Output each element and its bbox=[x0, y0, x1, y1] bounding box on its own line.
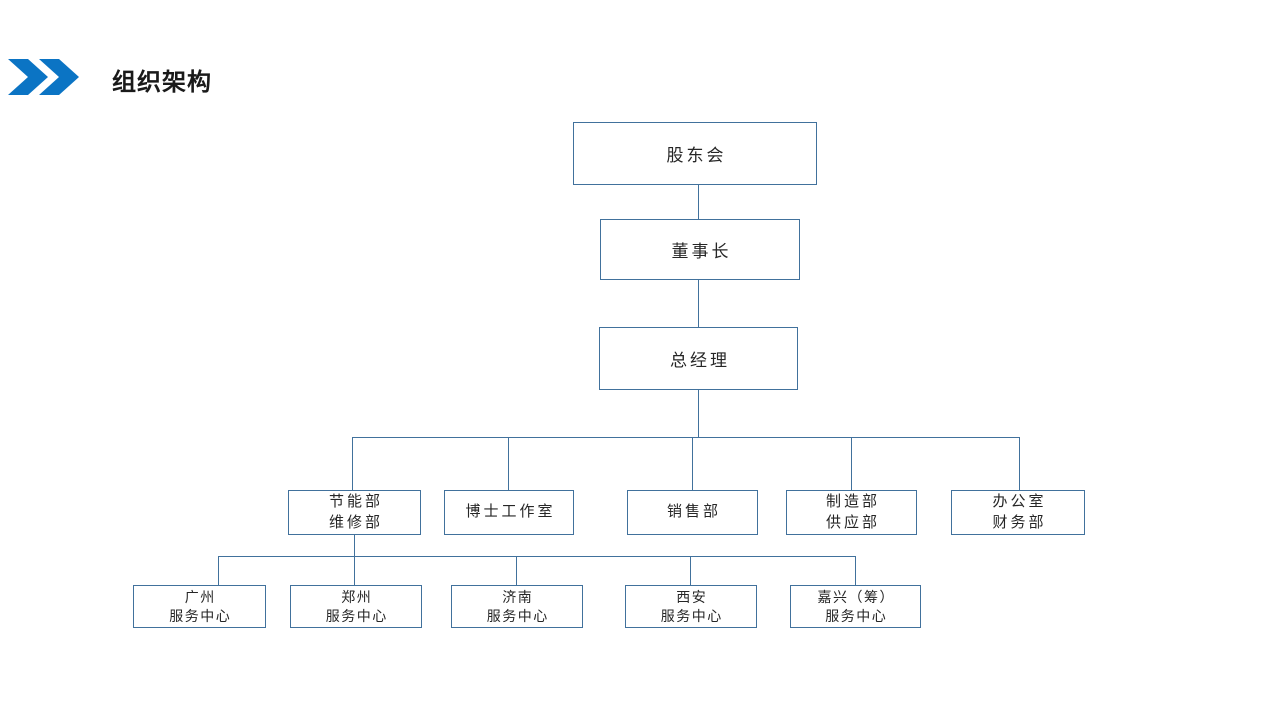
connector-bus-svc-zhengzhou bbox=[354, 556, 355, 585]
node-label-line: 总经理 bbox=[670, 351, 730, 370]
node-label-line: 嘉兴（筹） bbox=[817, 588, 895, 605]
connector-dept-energy-to-service-bus bbox=[354, 535, 355, 556]
connector-bus-svc-jinan bbox=[516, 556, 517, 585]
node-label-line: 济南 bbox=[502, 588, 534, 605]
node-label-line: 董事长 bbox=[671, 242, 732, 261]
node-label-line: 服务中心 bbox=[486, 607, 549, 624]
page-header: 组织架构 bbox=[0, 0, 1280, 120]
connector-bus-svc-guangzhou bbox=[218, 556, 219, 585]
connector-bus-dept-doctor-studio bbox=[508, 437, 509, 490]
connector-gm-to-bus bbox=[698, 390, 699, 437]
node-chairman[interactable]: 董事长 bbox=[600, 219, 800, 280]
node-label-line: 维修部 bbox=[328, 513, 383, 531]
connector-service-bus bbox=[218, 556, 855, 557]
page-title: 组织架构 bbox=[112, 69, 212, 96]
node-label-line: 郑州 bbox=[341, 588, 373, 605]
node-label-line: 服务中心 bbox=[660, 607, 723, 624]
node-label-line: 西安 bbox=[676, 588, 708, 605]
node-label-line: 办公室 bbox=[992, 493, 1047, 511]
connector-chairman-gm bbox=[698, 280, 699, 327]
connector-bus-dept-manufacturing bbox=[851, 437, 852, 490]
node-label-line: 股东会 bbox=[666, 146, 727, 165]
connector-bus-svc-jiaxing bbox=[855, 556, 856, 585]
node-dept-manufacturing[interactable]: 制造部 供应部 bbox=[786, 490, 917, 535]
node-label-line: 供应部 bbox=[825, 513, 880, 531]
node-shareholders[interactable]: 股东会 bbox=[573, 122, 817, 185]
connector-bus-dept-energy bbox=[352, 437, 353, 490]
node-svc-xian[interactable]: 西安 服务中心 bbox=[625, 585, 757, 628]
node-label-line: 服务中心 bbox=[325, 607, 388, 624]
node-general-manager[interactable]: 总经理 bbox=[599, 327, 798, 390]
node-svc-guangzhou[interactable]: 广州 服务中心 bbox=[133, 585, 266, 628]
node-dept-sales[interactable]: 销售部 bbox=[627, 490, 758, 535]
node-svc-jiaxing[interactable]: 嘉兴（筹） 服务中心 bbox=[790, 585, 921, 628]
connector-bus-svc-xian bbox=[690, 556, 691, 585]
double-chevron-right-icon bbox=[8, 57, 86, 97]
connector-shareholders-chairman bbox=[698, 185, 699, 219]
node-label-line: 服务中心 bbox=[825, 607, 888, 624]
node-label-line: 服务中心 bbox=[169, 607, 232, 624]
connector-department-bus bbox=[352, 437, 1020, 438]
node-label-line: 销售部 bbox=[666, 503, 721, 521]
connector-bus-dept-sales bbox=[692, 437, 693, 490]
node-dept-doctor-studio[interactable]: 博士工作室 bbox=[444, 490, 574, 535]
node-svc-zhengzhou[interactable]: 郑州 服务中心 bbox=[290, 585, 422, 628]
node-svc-jinan[interactable]: 济南 服务中心 bbox=[451, 585, 583, 628]
node-label-line: 财务部 bbox=[992, 513, 1047, 531]
node-label-line: 博士工作室 bbox=[465, 503, 556, 521]
node-dept-energy[interactable]: 节能部 维修部 bbox=[288, 490, 421, 535]
node-label-line: 节能部 bbox=[328, 493, 383, 511]
connector-bus-dept-office bbox=[1019, 437, 1020, 490]
node-label-line: 制造部 bbox=[825, 493, 880, 511]
node-dept-office[interactable]: 办公室 财务部 bbox=[951, 490, 1085, 535]
node-label-line: 广州 bbox=[184, 588, 216, 605]
